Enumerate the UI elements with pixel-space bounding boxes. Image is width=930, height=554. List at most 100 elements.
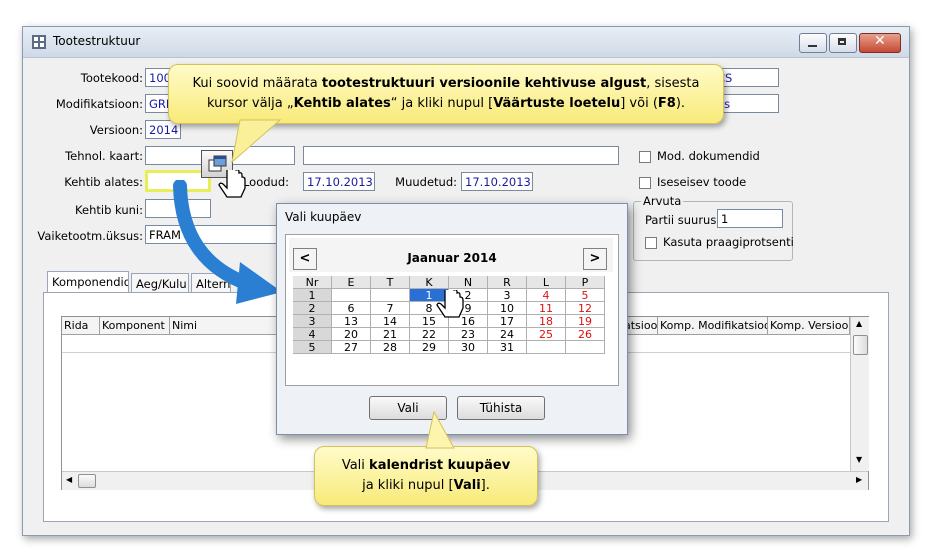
tuhista-button[interactable]: Tühista <box>457 396 545 420</box>
calendar-day[interactable]: 14 <box>371 315 410 328</box>
calendar-day[interactable]: 27 <box>332 341 371 354</box>
calendar-day[interactable]: 13 <box>332 315 371 328</box>
calendar-day[interactable]: 25 <box>527 328 566 341</box>
close-button[interactable]: ✕ <box>859 33 901 53</box>
tootekood-label: Tootekood: <box>80 71 143 85</box>
loodud-label: Loodud: <box>242 175 289 189</box>
tehnol-kaart-label: Tehnol. kaart: <box>65 149 143 163</box>
next-month-button[interactable]: > <box>583 248 607 270</box>
calendar-week-number: 2 <box>293 302 332 315</box>
calendar-weekday-header: L <box>527 276 566 289</box>
vertical-scroll-thumb[interactable] <box>853 335 868 355</box>
loodud-field: 17.10.2013 <box>303 172 375 191</box>
calendar-header <box>289 238 613 272</box>
tehnol-kaart-name-field <box>303 146 619 165</box>
bottom-callout-text-1: Vali <box>341 458 370 473</box>
prev-month-button[interactable]: < <box>293 248 317 270</box>
maximize-icon <box>838 38 846 45</box>
scroll-down-icon[interactable]: ▼ <box>856 455 863 464</box>
vali-button[interactable]: Vali <box>369 396 447 420</box>
calendar-day[interactable]: 29 <box>410 341 449 354</box>
horizontal-scroll-thumb[interactable] <box>78 474 96 488</box>
vaiketootm-field[interactable]: FRAM <box>145 225 279 244</box>
top-callout-line1: Kui soovid määrata tootestruktuuri versi… <box>169 74 723 94</box>
muudetud-label: Muudetud: <box>395 175 457 189</box>
calendar-day[interactable]: 22 <box>410 328 449 341</box>
kasuta-praagiprotsenti-checkbox[interactable] <box>645 237 657 249</box>
title-bar: Tootestruktuur ✕ <box>23 27 909 58</box>
minimize-icon <box>808 45 817 47</box>
top-callout-text-5: ] või ( <box>620 96 658 111</box>
calendar-day[interactable]: 24 <box>488 328 527 341</box>
calendar-day[interactable]: 16 <box>449 315 488 328</box>
calendar-day[interactable]: 30 <box>449 341 488 354</box>
calendar-day[interactable]: 12 <box>566 302 605 315</box>
mod-dokumendid-checkbox[interactable] <box>639 151 651 163</box>
grid-col-komponent[interactable]: Komponent <box>100 317 170 334</box>
vertical-scrollbar[interactable]: ▲ ▼ <box>850 317 869 471</box>
calendar-day <box>371 289 410 302</box>
calendar-day[interactable]: 20 <box>332 328 371 341</box>
modifikatsioon-label: Modifikatsioon: <box>55 97 143 111</box>
calendar-day <box>332 289 371 302</box>
top-instruction-callout: Kui soovid määrata tootestruktuuri versi… <box>168 64 724 124</box>
bottom-callout-line1: Vali kalendrist kuupäev <box>315 456 537 476</box>
grid-col-atsioo[interactable]: atsioo <box>624 317 658 334</box>
top-callout-bold-1: tootestruktuuri versioonile kehtivuse al… <box>321 76 647 91</box>
calendar-day[interactable]: 11 <box>527 302 566 315</box>
maximize-button[interactable] <box>829 33 857 53</box>
top-callout-bold-3: Väärtuste loetelu <box>493 96 621 111</box>
grid-col-rida[interactable]: Rida <box>62 317 100 334</box>
calendar-day[interactable]: 2 <box>449 289 488 302</box>
top-callout-text-1: Kui soovid määrata <box>192 76 322 91</box>
dialog-title: Vali kuupäev <box>285 210 362 224</box>
calendar-weekday-header: K <box>410 276 449 289</box>
calendar-day[interactable]: 3 <box>488 289 527 302</box>
value-list-icon <box>208 155 227 172</box>
mod-dokumendid-label: Mod. dokumendid <box>657 149 760 163</box>
scroll-up-icon[interactable]: ▲ <box>856 319 863 328</box>
blue-arrow-icon <box>173 180 282 304</box>
calendar-day <box>566 341 605 354</box>
arvuta-group <box>633 201 793 261</box>
calendar-weekday-header: Nr <box>293 276 332 289</box>
top-callout-text-3: kursor välja „ <box>206 96 294 111</box>
calendar-day[interactable]: 9 <box>449 302 488 315</box>
calendar-day[interactable]: 17 <box>488 315 527 328</box>
calendar-day[interactable]: 5 <box>566 289 605 302</box>
top-callout-text-2: , sisesta <box>646 76 700 91</box>
calendar-day[interactable]: 7 <box>371 302 410 315</box>
grid-col-nimi[interactable]: Nimi <box>170 317 280 334</box>
calendar-day[interactable]: 15 <box>410 315 449 328</box>
calendar-day[interactable]: 19 <box>566 315 605 328</box>
calendar-day[interactable]: 23 <box>449 328 488 341</box>
app-icon <box>32 35 46 49</box>
calendar-day[interactable]: 4 <box>527 289 566 302</box>
tab-komponendid[interactable]: Komponendid <box>47 271 129 293</box>
kehtib-kuni-label: Kehtib kuni: <box>75 203 143 217</box>
calendar-day[interactable]: 6 <box>332 302 371 315</box>
tab-aeg-kulu[interactable]: Aeg/Kulu <box>131 273 189 293</box>
iseseisev-toode-checkbox[interactable] <box>639 177 651 189</box>
calendar-day[interactable]: 31 <box>488 341 527 354</box>
kasuta-praagiprotsenti-label: Kasuta praagiprotsenti <box>663 235 794 249</box>
calendar-day[interactable]: 18 <box>527 315 566 328</box>
top-callout-bold-4: F8 <box>657 96 676 111</box>
scroll-right-icon[interactable]: ▶ <box>856 475 863 484</box>
bottom-instruction-callout: Vali kalendrist kuupäev ja kliki nupul [… <box>314 446 538 506</box>
bottom-callout-line2: ja kliki nupul [Vali]. <box>315 476 537 496</box>
calendar-day[interactable]: 10 <box>488 302 527 315</box>
calendar-day[interactable]: 26 <box>566 328 605 341</box>
calendar-day[interactable]: 21 <box>371 328 410 341</box>
window-title: Tootestruktuur <box>53 34 141 48</box>
grid-col-komp-modifikatsioo[interactable]: Komp. Modifikatsioo <box>660 317 768 334</box>
bottom-callout-text-3: ]. <box>480 478 490 493</box>
versioon-field[interactable]: 2014 <box>145 120 181 139</box>
scroll-left-icon[interactable]: ◀ <box>66 475 73 484</box>
minimize-button[interactable] <box>799 33 827 53</box>
vaiketootm-label: Vaiketootm.üksus: <box>37 229 143 243</box>
grid-col-komp-versioo[interactable]: Komp. Versioo <box>770 317 850 334</box>
calendar-day[interactable]: 28 <box>371 341 410 354</box>
partii-suurus-field[interactable]: 1 <box>717 209 783 228</box>
